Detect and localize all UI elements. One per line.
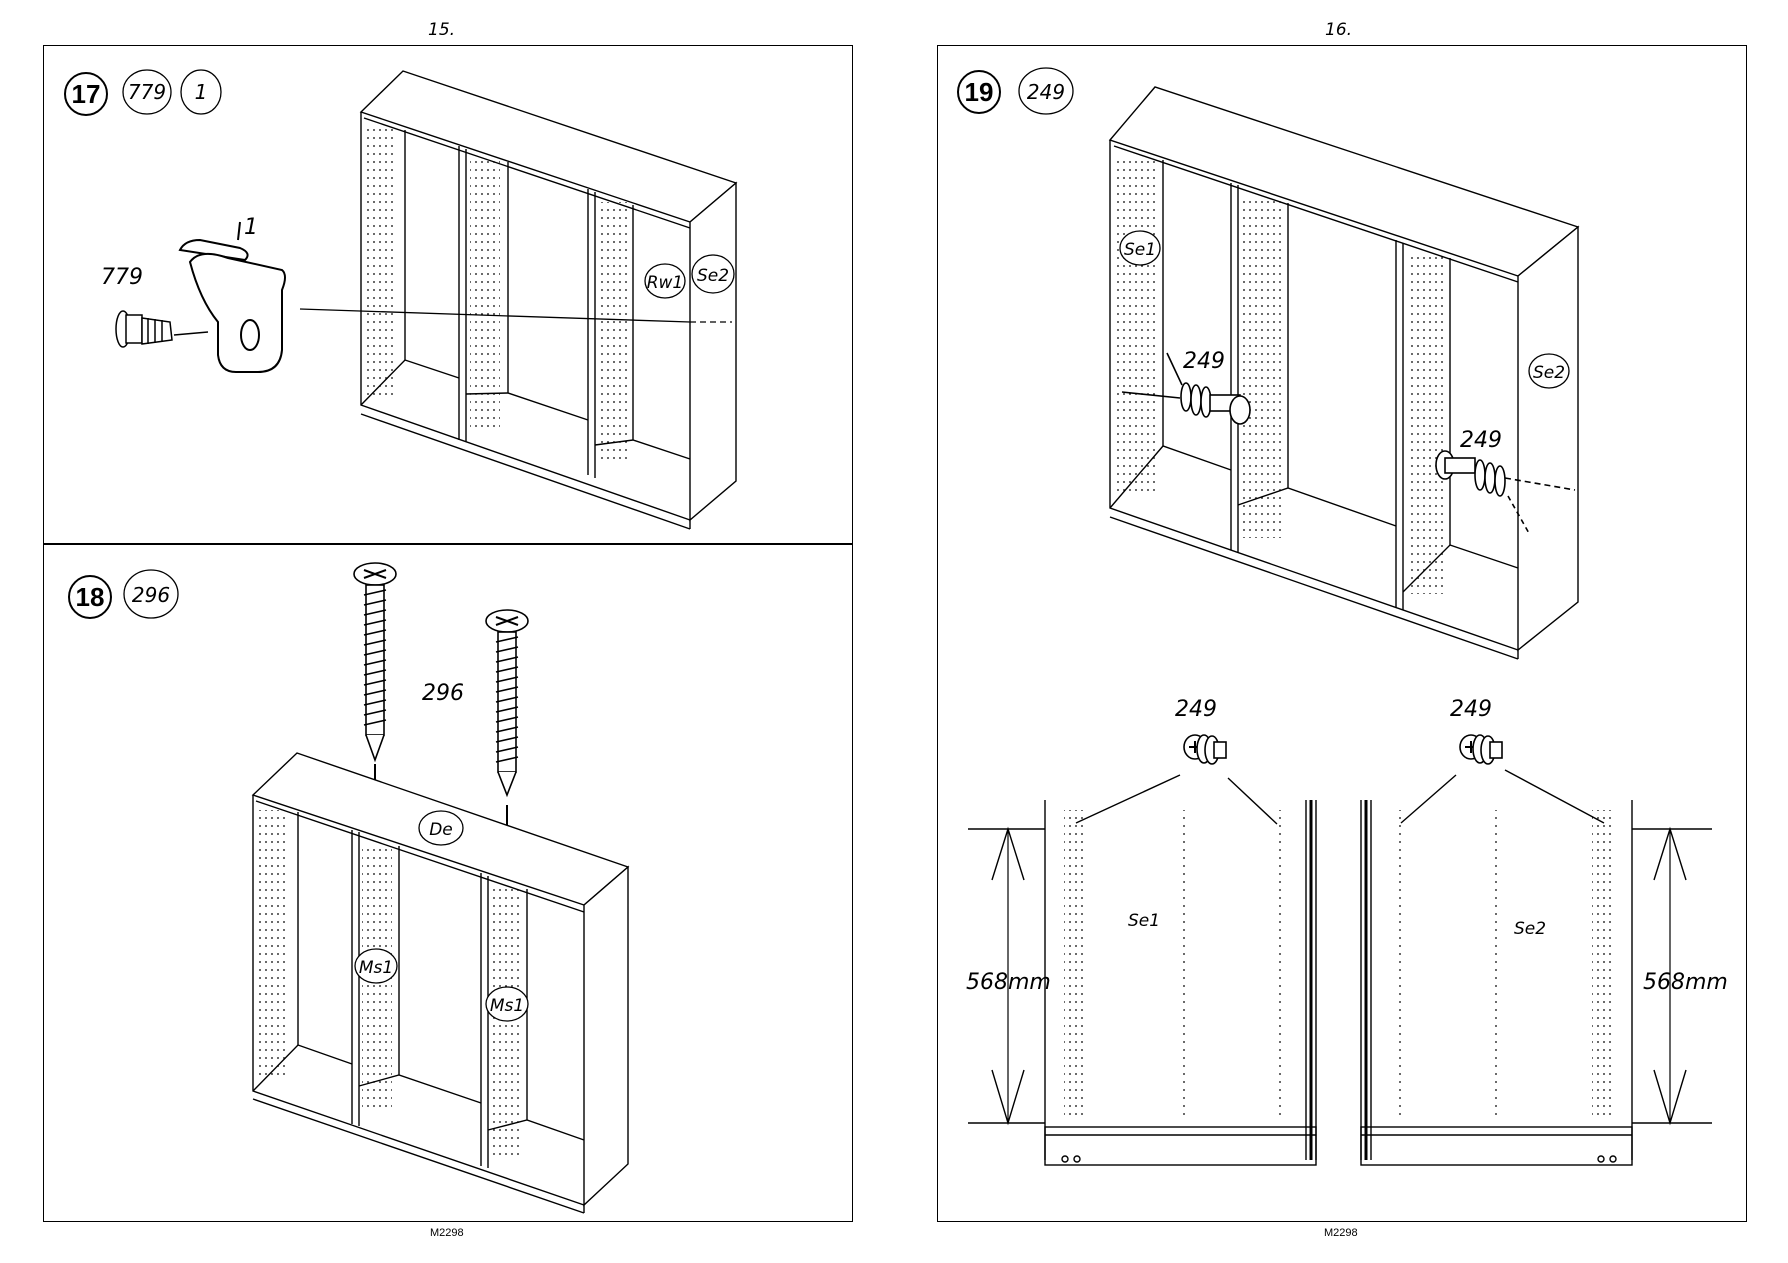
panel-tag-ms1-b: Ms1 [485, 986, 529, 1022]
right-page-frame [937, 45, 1747, 1222]
detail-right-panel-label: Se2 [1514, 919, 1546, 939]
step-19-part-249: 249 [1027, 80, 1065, 104]
panel-tag-de: De [418, 810, 464, 846]
step-17-header: 17 779 1 [64, 69, 222, 116]
panel-tag-se2-19: Se2 [1528, 353, 1570, 389]
detail-bolt-249-right [1459, 734, 1503, 765]
panel-tag-rw1: Rw1 [644, 263, 686, 299]
panel-tag-se2-17: Se2 [691, 254, 735, 294]
detail-panel-se1 [968, 774, 1317, 1166]
svg-text:Se2: Se2 [697, 266, 729, 286]
wardrobe-carcass-17 [359, 70, 738, 530]
step-18-number: 18 [76, 582, 105, 612]
left-page-divider [43, 543, 853, 545]
step-19-header: 19 249 [957, 67, 1074, 115]
footer-code-left: M2298 [430, 1227, 464, 1239]
callout-bolt-249-a: 249 [1183, 349, 1225, 374]
panel-tag-ms1-a: Ms1 [354, 948, 398, 984]
detail-left-dimension: 568mm [966, 970, 1051, 995]
svg-text:Se2: Se2 [1533, 363, 1565, 383]
wood-screw-296-a [353, 562, 397, 810]
callout-bolt-249-b: 249 [1460, 428, 1502, 453]
connector-bolt-249-a [1121, 352, 1251, 425]
step-17-part-1: 1 [195, 80, 208, 104]
callout-bracket-1: 1 [244, 215, 258, 240]
step-19-number: 19 [965, 77, 994, 107]
wood-screw-296-b [485, 609, 529, 855]
wardrobe-carcass-19 [1108, 86, 1580, 660]
cam-screw-779 [115, 310, 209, 348]
left-page-frame [43, 45, 853, 1222]
detail-left-part-number: 249 [1175, 697, 1217, 722]
step-17-part-779: 779 [128, 80, 166, 104]
footer-code-right: M2298 [1324, 1227, 1358, 1239]
svg-text:De: De [429, 820, 453, 840]
svg-text:Ms1: Ms1 [490, 996, 524, 1016]
detail-panel-se2 [1360, 769, 1712, 1166]
callout-screw-296: 296 [422, 681, 464, 706]
page-number-left: 15. [428, 20, 456, 40]
detail-right-dimension: 568mm [1643, 970, 1728, 995]
step-18-header: 18 296 [68, 569, 179, 619]
svg-text:Se1: Se1 [1124, 240, 1156, 260]
connector-bolt-249-b [1435, 450, 1576, 536]
panel-tag-se1-19: Se1 [1119, 230, 1161, 266]
step-17-number: 17 [72, 79, 101, 109]
page-number-right: 16. [1325, 20, 1353, 40]
detail-bolt-249-left [1183, 734, 1227, 765]
svg-text:Rw1: Rw1 [647, 273, 684, 293]
svg-text:Ms1: Ms1 [359, 958, 393, 978]
wardrobe-carcass-18 [251, 752, 630, 1214]
detail-left-panel-label: Se1 [1128, 911, 1160, 931]
detail-right-part-number: 249 [1450, 697, 1492, 722]
step-18-part-296: 296 [132, 583, 170, 607]
callout-screw-779: 779 [101, 265, 143, 290]
shelf-support-bracket [178, 221, 286, 373]
